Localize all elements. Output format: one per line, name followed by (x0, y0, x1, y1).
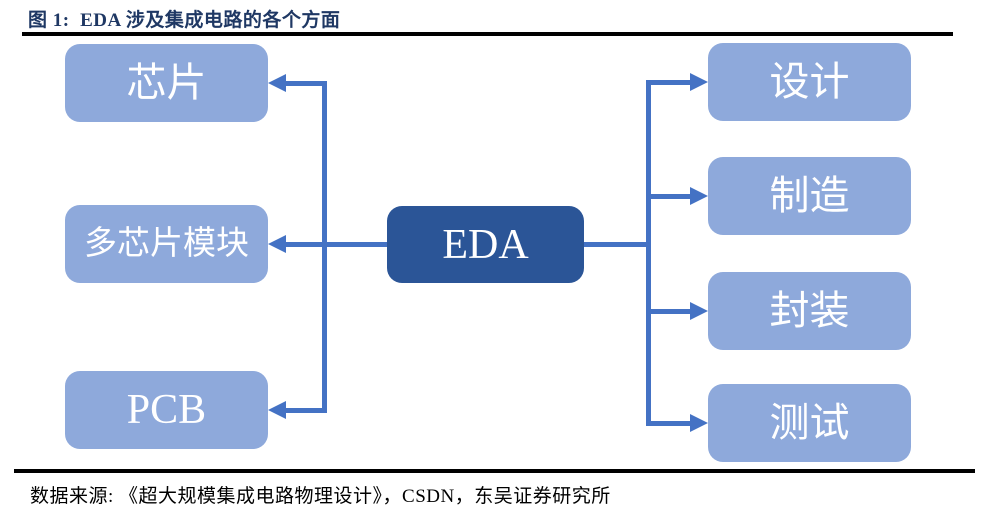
figure-title: 图 1: EDA 涉及集成电路的各个方面 (28, 10, 341, 31)
bottom-divider (14, 469, 975, 473)
right-branch-packaging-line (648, 309, 690, 314)
arrowhead-design-icon (690, 73, 708, 91)
node-manufacturing-label: 制造 (769, 173, 850, 218)
eda-to-right-line (584, 242, 651, 247)
node-multichip-module: 多芯片模块 (65, 205, 268, 283)
arrowhead-chip-icon (268, 74, 286, 92)
arrowhead-packaging-icon (690, 302, 708, 320)
node-manufacturing: 制造 (708, 157, 911, 235)
node-chip: 芯片 (65, 44, 268, 122)
right-branch-manufacturing-line (648, 194, 690, 199)
arrowhead-multichip-module-icon (268, 235, 286, 253)
node-chip-label: 芯片 (126, 60, 207, 105)
node-pcb-label: PCB (126, 387, 207, 433)
arrowhead-manufacturing-icon (690, 187, 708, 205)
arrowhead-testing-icon (690, 414, 708, 432)
right-trunk-line (646, 80, 651, 426)
node-design-label: 设计 (769, 59, 850, 104)
right-branch-design-line (648, 80, 690, 85)
node-design: 设计 (708, 43, 911, 121)
node-eda: EDA (387, 206, 584, 283)
node-testing-label: 测试 (769, 400, 850, 445)
top-divider (22, 32, 953, 36)
data-source: 数据来源: 《超大规模集成电路物理设计》，CSDN，东吴证券研究所 (30, 486, 611, 507)
node-testing: 测试 (708, 384, 911, 462)
node-packaging-label: 封装 (769, 288, 850, 333)
node-packaging: 封装 (708, 272, 911, 350)
node-eda-label: EDA (442, 221, 529, 268)
node-multichip-module-label: 多芯片模块 (84, 225, 249, 262)
eda-to-left-line (286, 242, 387, 247)
left-top-branch-line (286, 81, 327, 86)
arrowhead-pcb-icon (268, 401, 286, 419)
right-branch-testing-line (648, 421, 690, 426)
left-trunk-line (322, 81, 327, 413)
left-bottom-branch-line (286, 408, 327, 413)
node-pcb: PCB (65, 371, 268, 449)
